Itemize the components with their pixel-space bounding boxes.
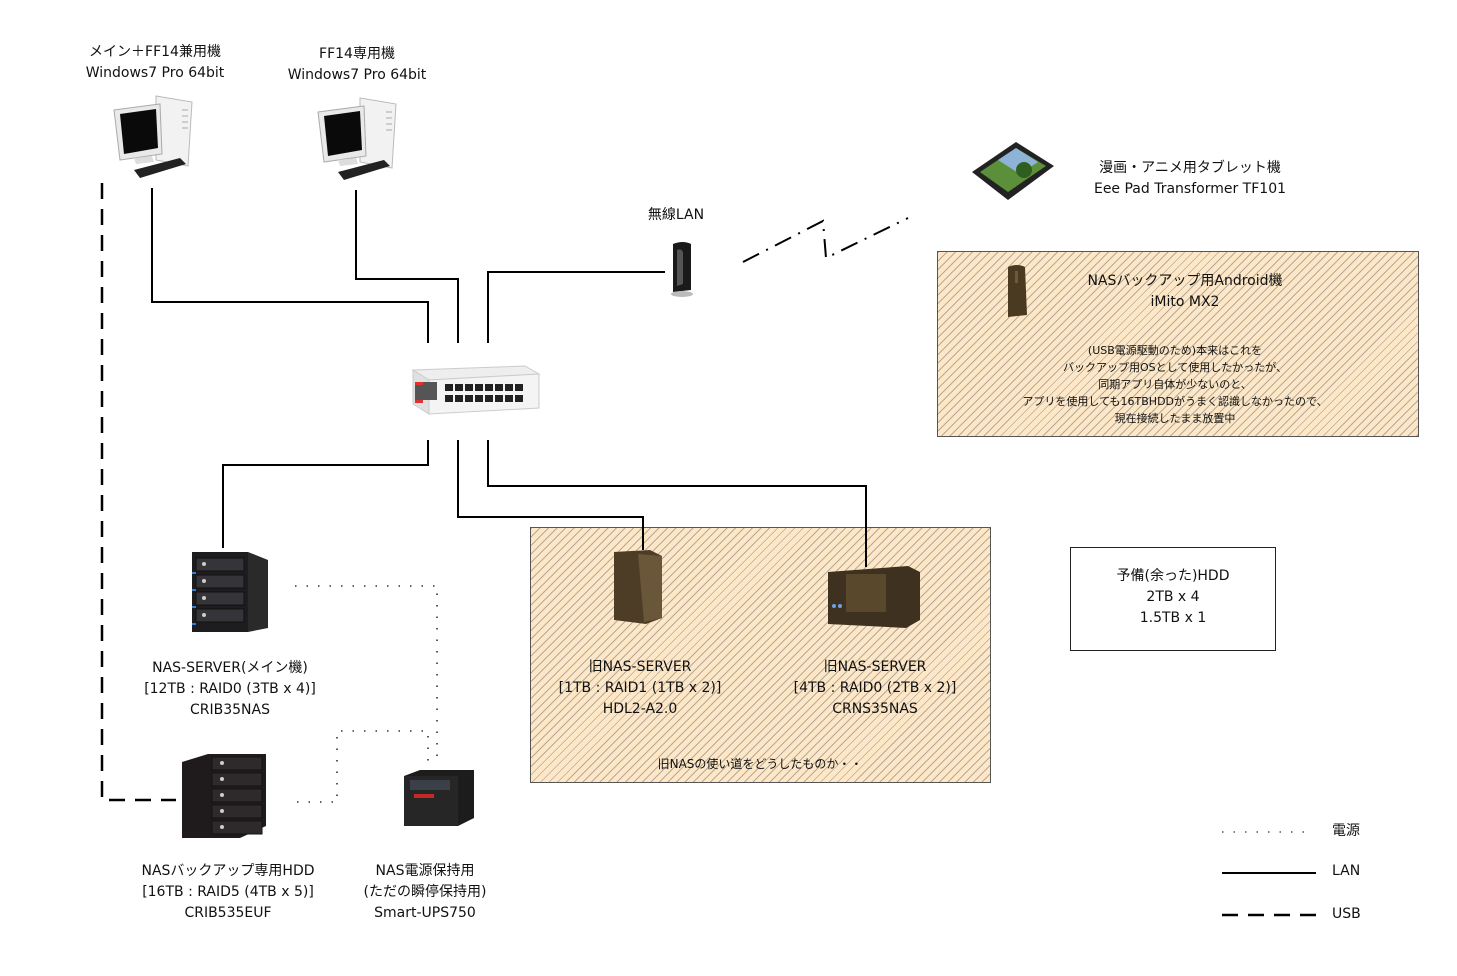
nas-main-capacity: [12TB : RAID0 (3TB x 4)] <box>144 681 316 697</box>
nas-main-model: CRIB35NAS <box>190 702 270 718</box>
wireless-link <box>742 217 909 263</box>
network-switch-icon <box>411 365 541 415</box>
android-note-line: バックアップ用OSとして使用したかったが、 <box>1062 361 1288 374</box>
nas-backup-model: CRIB535EUF <box>184 905 272 921</box>
old-nas-1-capacity: [1TB : RAID1 (1TB x 2)] <box>558 680 722 696</box>
wireless-router-icon <box>671 242 693 297</box>
tablet-icon <box>972 142 1054 200</box>
nas-main-title: NAS-SERVER(メイン機) <box>152 660 308 676</box>
old-nas-note-text: 旧NASの使い道をどうしたものか・・ <box>657 757 863 771</box>
spare-hdd-count-1-5tb: 1.5TB x 1 <box>1139 610 1207 626</box>
wireless-link-line <box>742 217 909 263</box>
ups-desc: (ただの瞬停保持用) <box>363 884 487 900</box>
android-note: (USB電源駆動のため)本来はこれを バックアップ用OSとして使用したかったが、… <box>960 342 1390 427</box>
pc-ff14-os: Windows7 Pro 64bit <box>287 67 427 83</box>
spare-hdd-count-2tb: 2TB x 4 <box>1146 589 1200 605</box>
android-note-line: アプリを使用しても16TBHDDがうまく認識しなかったので、 <box>1022 395 1328 408</box>
legend-lan-label: LAN <box>1332 863 1361 879</box>
android-title: NASバックアップ用Android機 <box>1087 273 1283 289</box>
spare-hdd-box <box>1070 547 1276 651</box>
ups-model: Smart-UPS750 <box>374 905 476 921</box>
nas-backup-label: NASバックアップ専用HDD [16TB : RAID5 (4TB x 5)] … <box>118 861 338 924</box>
old-nas-2-label: 旧NAS-SERVER [4TB : RAID0 (2TB x 2)] CRNS… <box>770 657 980 720</box>
nas-backup-capacity: [16TB : RAID5 (4TB x 5)] <box>142 884 314 900</box>
android-note-line: 同期アプリ自体が少ないのと、 <box>1098 378 1252 391</box>
android-model: iMito MX2 <box>1150 294 1220 310</box>
old-nas-2-icon <box>828 566 920 628</box>
desktop-pc-icon <box>317 97 397 180</box>
old-nas-1-title: 旧NAS-SERVER <box>588 659 692 675</box>
old-nas-note: 旧NASの使い道をどうしたものか・・ <box>530 756 990 773</box>
android-note-line: (USB電源駆動のため)本来はこれを <box>1087 344 1263 357</box>
lan-line-pc-ff14 <box>355 190 459 343</box>
nas-main-icon <box>192 552 268 632</box>
pc-main-os: Windows7 Pro 64bit <box>85 65 225 81</box>
old-nas-1-label: 旧NAS-SERVER [1TB : RAID1 (1TB x 2)] HDL2… <box>535 657 745 720</box>
tablet-model: Eee Pad Transformer TF101 <box>1093 181 1287 197</box>
ups-icon <box>404 770 474 826</box>
lan-line-wireless <box>487 271 665 343</box>
pc-ff14-label: FF14専用機 Windows7 Pro 64bit <box>262 44 452 86</box>
android-note-line: 現在接続したまま放置中 <box>1114 412 1236 425</box>
old-nas-2-model: CRNS35NAS <box>832 701 918 717</box>
desktop-pc-icon <box>113 95 193 178</box>
old-nas-1-icon <box>614 550 662 624</box>
pc-main-title: メイン＋FF14兼用機 <box>89 44 221 60</box>
android-label: NASバックアップ用Android機 iMito MX2 <box>1040 271 1330 313</box>
old-nas-2-title: 旧NAS-SERVER <box>823 659 927 675</box>
android-box-device-icon <box>1008 265 1027 317</box>
pc-ff14-title: FF14専用機 <box>319 46 395 62</box>
old-nas-2-capacity: [4TB : RAID0 (2TB x 2)] <box>793 680 957 696</box>
wireless-lan-title: 無線LAN <box>647 207 705 223</box>
ups-label: NAS電源保持用 (ただの瞬停保持用) Smart-UPS750 <box>340 861 510 924</box>
nas-backup-icon <box>182 754 266 838</box>
spare-hdd-title: 予備(余った)HDD <box>1116 568 1230 584</box>
nas-main-label: NAS-SERVER(メイン機) [12TB : RAID0 (3TB x 4)… <box>120 658 340 721</box>
wireless-lan-label: 無線LAN <box>640 205 712 226</box>
old-nas-1-model: HDL2-A2.0 <box>602 701 678 717</box>
tablet-label: 漫画・アニメ用タブレット機 Eee Pad Transformer TF101 <box>1070 158 1310 200</box>
tablet-title: 漫画・アニメ用タブレット機 <box>1099 160 1281 176</box>
lan-line-pc-main <box>151 188 429 343</box>
nas-backup-title: NASバックアップ専用HDD <box>141 863 315 879</box>
pc-main-label: メイン＋FF14兼用機 Windows7 Pro 64bit <box>60 42 250 84</box>
spare-hdd-label: 予備(余った)HDD 2TB x 4 1.5TB x 1 <box>1070 566 1276 629</box>
ups-title: NAS電源保持用 <box>375 863 475 879</box>
legend-power-label: 電源 <box>1332 823 1360 839</box>
legend-usb-label: USB <box>1332 906 1361 922</box>
lan-line-nas-main <box>222 440 429 548</box>
